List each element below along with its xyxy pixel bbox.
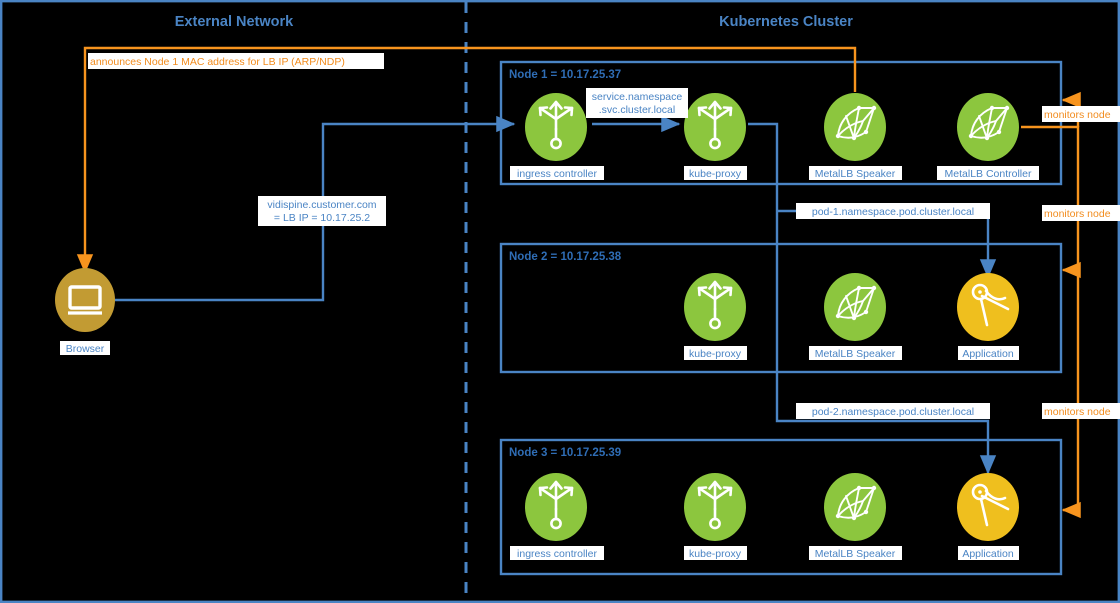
node-2-pod-kube-proxy[interactable]: kube-proxy (684, 273, 747, 360)
external-network-title-text: External Network (175, 14, 294, 30)
label-bg (60, 341, 110, 355)
node-2-title: Node 2 = 10.17.25.38 (509, 251, 622, 263)
kubernetes-cluster-title: Kubernetes Cluster (719, 14, 853, 30)
label-pod2-dns: pod-2.namespace.pod.cluster.local (796, 403, 990, 419)
pod-circle (957, 273, 1019, 341)
pod-label: kube-proxy (689, 548, 742, 560)
node-1: Node 1 = 10.17.25.37 ingress controller … (509, 69, 1039, 180)
node-3: Node 3 = 10.17.25.39 ingress controller … (509, 447, 1019, 560)
label-monitors-node-3: monitors node (1042, 403, 1120, 419)
monitors-node-1-text: monitors node (1044, 109, 1111, 121)
pod-label: kube-proxy (689, 168, 742, 180)
monitors-node-2-text: monitors node (1044, 208, 1111, 220)
pod-label: kube-proxy (689, 348, 742, 360)
node-3-pod-ingress-controller[interactable]: ingress controller (510, 473, 604, 560)
label-bg (684, 346, 747, 360)
label-bg (1042, 106, 1120, 122)
node-3-box (499, 438, 1063, 576)
label-bg (1042, 403, 1120, 419)
label-bg (937, 166, 1039, 180)
label-bg (258, 196, 386, 226)
pod-label: MetalLB Speaker (815, 348, 896, 360)
label-bg (510, 546, 604, 560)
kubernetes-cluster-title-text: Kubernetes Cluster (719, 14, 853, 30)
pod-label: ingress controller (517, 548, 597, 560)
svc-dns-line1: service.namespace (592, 91, 683, 103)
browser-label: Browser (66, 343, 105, 355)
label-service-dns: service.namespace .svc.cluster.local (586, 88, 688, 118)
pod-label: MetalLB Speaker (815, 548, 896, 560)
label-bg (796, 403, 990, 419)
label-monitors-node-1: monitors node (1042, 106, 1120, 122)
pod-circle (957, 473, 1019, 541)
node-3-pod-kube-proxy[interactable]: kube-proxy (684, 473, 747, 560)
browser-node[interactable]: Browser (55, 268, 115, 355)
node-1-pod-kube-proxy[interactable]: kube-proxy (684, 93, 747, 180)
lb-ip-line2: = LB IP = 10.17.25.2 (274, 212, 370, 224)
label-bg (796, 203, 990, 219)
node-2-box (499, 242, 1063, 374)
label-pod1-dns: pod-1.namespace.pod.cluster.local (796, 203, 990, 219)
pod-label: MetalLB Speaker (815, 168, 896, 180)
label-bg (958, 546, 1019, 560)
node-2-pod-metallb-speaker[interactable]: MetalLB Speaker (809, 273, 902, 360)
monitors-node-3-text: monitors node (1044, 406, 1111, 418)
svc-dns-line2: .svc.cluster.local (599, 104, 675, 116)
node-3-pod-application[interactable]: Application (957, 473, 1019, 560)
label-monitors-node-2: monitors node (1042, 205, 1120, 221)
label-bg (684, 546, 747, 560)
label-bg (958, 346, 1019, 360)
node-3-pod-metallb-speaker[interactable]: MetalLB Speaker (809, 473, 902, 560)
node-1-pod-ingress-controller[interactable]: ingress controller (510, 93, 604, 180)
label-bg (809, 346, 902, 360)
label-bg (809, 166, 902, 180)
node-1-pod-metallb-speaker[interactable]: MetalLB Speaker (809, 93, 902, 180)
label-bg (510, 166, 604, 180)
arp-announce-text: announces Node 1 MAC address for LB IP (… (90, 56, 345, 68)
lb-ip-line1: vidispine.customer.com (267, 199, 376, 211)
external-network-title: External Network (175, 14, 294, 30)
pod2-dns-text: pod-2.namespace.pod.cluster.local (812, 406, 974, 418)
wire-arp-announce (76, 46, 857, 274)
node-1-title: Node 1 = 10.17.25.37 (509, 69, 621, 81)
label-bg (684, 166, 747, 180)
label-lb-ip: vidispine.customer.com = LB IP = 10.17.2… (258, 196, 386, 226)
label-bg (586, 88, 688, 118)
browser-circle (55, 268, 115, 332)
label-bg (88, 53, 384, 69)
label-bg (1042, 205, 1120, 221)
node-3-title: Node 3 = 10.17.25.39 (509, 447, 621, 459)
node-2: Node 2 = 10.17.25.38 kube-proxy MetalLB … (509, 251, 1019, 360)
label-arp-announce: announces Node 1 MAC address for LB IP (… (88, 53, 384, 69)
pod-label: MetalLB Controller (945, 168, 1032, 180)
pod1-dns-text: pod-1.namespace.pod.cluster.local (812, 206, 974, 218)
pod-label: Application (962, 548, 1014, 560)
pod-label: Application (962, 348, 1014, 360)
pod-label: ingress controller (517, 168, 597, 180)
node-1-pod-metallb-controller[interactable]: MetalLB Controller (937, 93, 1039, 180)
node-2-pod-application[interactable]: Application (957, 273, 1019, 360)
label-bg (809, 546, 902, 560)
